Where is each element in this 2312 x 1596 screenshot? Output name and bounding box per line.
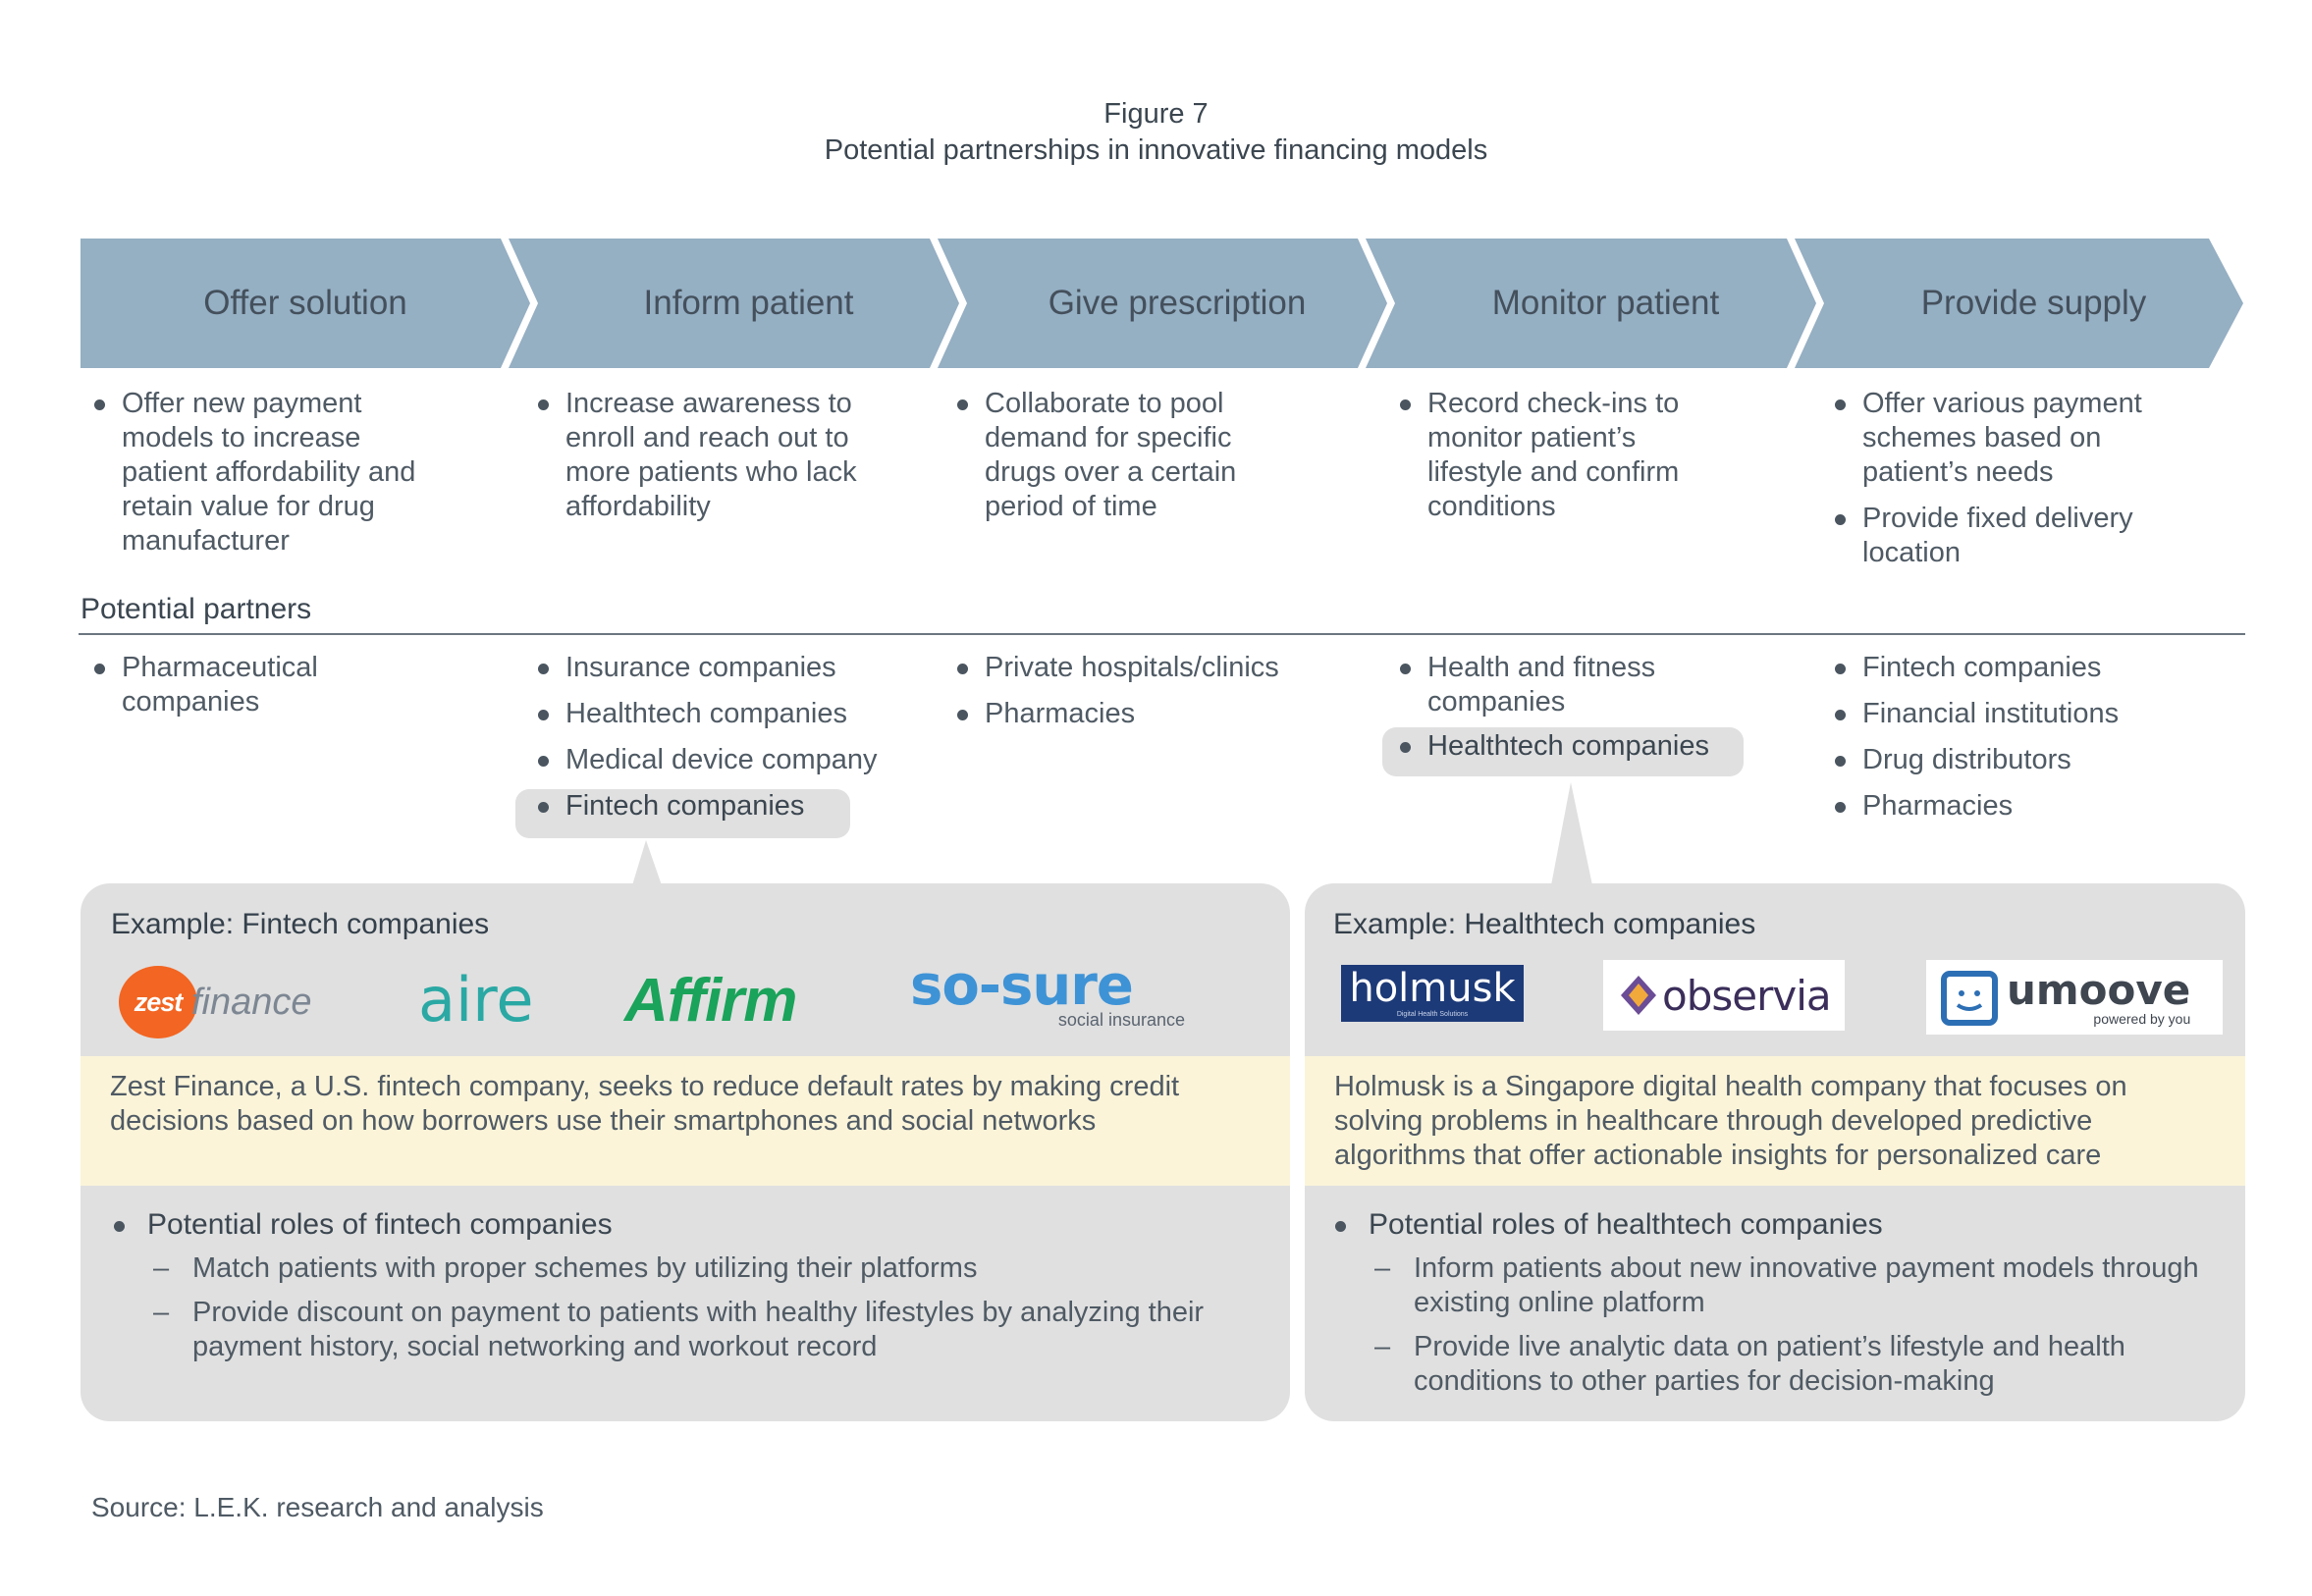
so-sure-wordmark: so-sure [910, 954, 1134, 1018]
role-item: Match patients with proper schemes by ut… [110, 1251, 1249, 1286]
umoove-tagline: powered by you [2093, 1011, 2191, 1027]
partner-item-highlighted: Fintech companies [536, 789, 909, 824]
figure-title: Potential partnerships in innovative fin… [824, 134, 1488, 166]
step-bullet: Offer various payment schemes based on p… [1833, 387, 2157, 490]
partners-provide-supply: Fintech companies Financial institutions… [1833, 651, 2186, 835]
holmusk-logo: holmusk Digital Health Solutions [1341, 965, 1524, 1022]
chevron-offer-solution [81, 239, 530, 368]
partner-item: Healthtech companies [536, 697, 909, 731]
observia-logo: observia [1603, 960, 1845, 1031]
step-bullets-provide-supply: Offer various payment schemes based on p… [1833, 387, 2157, 582]
partner-item: Financial institutions [1833, 697, 2186, 731]
partner-item-highlighted: Healthtech companies [1398, 729, 1751, 764]
step-bullets-give-prescription: Collaborate to pool demand for specific … [955, 387, 1260, 536]
so-sure-tagline: social insurance [1057, 1010, 1185, 1030]
role-item: Provide discount on payment to patients … [110, 1296, 1249, 1364]
aire-logo: aire [418, 964, 534, 1036]
step-bullet: Increase awareness to enroll and reach o… [536, 387, 870, 524]
description-text: Holmusk is a Singapore digital health co… [1334, 1071, 2127, 1171]
step-bullets-inform-patient: Increase awareness to enroll and reach o… [536, 387, 870, 536]
partner-item: Drug distributors [1833, 743, 2186, 777]
zest-wordmark: finance [191, 981, 312, 1023]
partners-offer-solution: Pharmaceutical companies [92, 651, 406, 731]
umoove-logo: umoove powered by you [1926, 960, 2223, 1035]
roles-heading: Potential roles of healthtech companies [1331, 1207, 2215, 1242]
holmusk-tagline: Digital Health Solutions [1396, 1011, 1469, 1018]
example-title-fintech: Example: Fintech companies [111, 908, 490, 940]
pointer-healthtech [1551, 782, 1592, 885]
partner-item: Pharmacies [1833, 789, 2186, 824]
callout-pointers [632, 782, 1592, 885]
highlight-pill-healthtech [1382, 727, 1744, 776]
partner-item: Fintech companies [1833, 651, 2186, 685]
affirm-logo: Affirm [624, 967, 797, 1035]
zest-finance-logo: zest finance [119, 966, 312, 1038]
example-description-healthtech: Holmusk is a Singapore digital health co… [1305, 1056, 2245, 1186]
observia-icon [1621, 976, 1656, 1015]
step-bullets-monitor-patient: Record check-ins to monitor patient’s li… [1398, 387, 1712, 536]
partner-item: Insurance companies [536, 651, 909, 685]
partners-give-prescription: Private hospitals/clinics Pharmacies [955, 651, 1328, 743]
pointer-fintech [632, 840, 662, 885]
step-label-monitor-patient: Monitor patient [1491, 284, 1720, 322]
chevron-give-prescription [938, 239, 1387, 368]
step-bullet: Provide fixed delivery location [1833, 502, 2157, 570]
step-bullets-offer-solution: Offer new payment models to increase pat… [92, 387, 426, 570]
partners-monitor-patient: Health and fitness companies Healthtech … [1398, 651, 1751, 775]
partner-item: Pharmaceutical companies [92, 651, 406, 719]
step-bullet: Record check-ins to monitor patient’s li… [1398, 387, 1712, 524]
role-item: Inform patients about new innovative pay… [1331, 1251, 2215, 1320]
potential-partners-label: Potential partners [81, 593, 312, 625]
roles-fintech: Potential roles of fintech companies Mat… [110, 1207, 1249, 1364]
umoove-wordmark: umoove [2007, 966, 2191, 1014]
chevron-inform-patient [509, 239, 959, 368]
example-title-healthtech: Example: Healthtech companies [1333, 908, 1756, 940]
step-bullet: Offer new payment models to increase pat… [92, 387, 426, 559]
roles-healthtech: Potential roles of healthtech companies … [1331, 1207, 2215, 1399]
highlight-pill-fintech [515, 789, 850, 838]
holmusk-wordmark: holmusk [1349, 966, 1516, 1011]
step-bullet: Collaborate to pool demand for specific … [955, 387, 1260, 524]
partner-item: Medical device company [536, 743, 909, 777]
umoove-icon [1941, 971, 1998, 1026]
roles-heading: Potential roles of fintech companies [110, 1207, 1249, 1242]
figure-number: Figure 7 [1103, 98, 1209, 130]
zest-badge: zest [119, 966, 197, 1038]
partner-item: Health and fitness companies [1398, 651, 1683, 719]
source-note: Source: L.E.K. research and analysis [91, 1492, 544, 1522]
partner-item: Private hospitals/clinics [955, 651, 1328, 685]
step-label-inform-patient: Inform patient [643, 284, 854, 322]
step-label-provide-supply: Provide supply [1920, 284, 2147, 322]
chevron-provide-supply [1795, 239, 2243, 368]
process-chevrons [81, 239, 2243, 368]
partners-inform-patient: Insurance companies Healthtech companies… [536, 651, 909, 835]
chevron-monitor-patient [1366, 239, 1816, 368]
description-text: Zest Finance, a U.S. fintech company, se… [110, 1071, 1180, 1137]
example-description-fintech: Zest Finance, a U.S. fintech company, se… [81, 1056, 1290, 1186]
role-item: Provide live analytic data on patient’s … [1331, 1330, 2215, 1399]
so-sure-logo: so-sure social insurance [910, 954, 1185, 1031]
step-label-offer-solution: Offer solution [203, 284, 407, 322]
divider [79, 633, 2245, 635]
observia-wordmark: observia [1662, 971, 1832, 1020]
partner-item: Pharmacies [955, 697, 1328, 731]
step-label-give-prescription: Give prescription [1048, 284, 1307, 322]
